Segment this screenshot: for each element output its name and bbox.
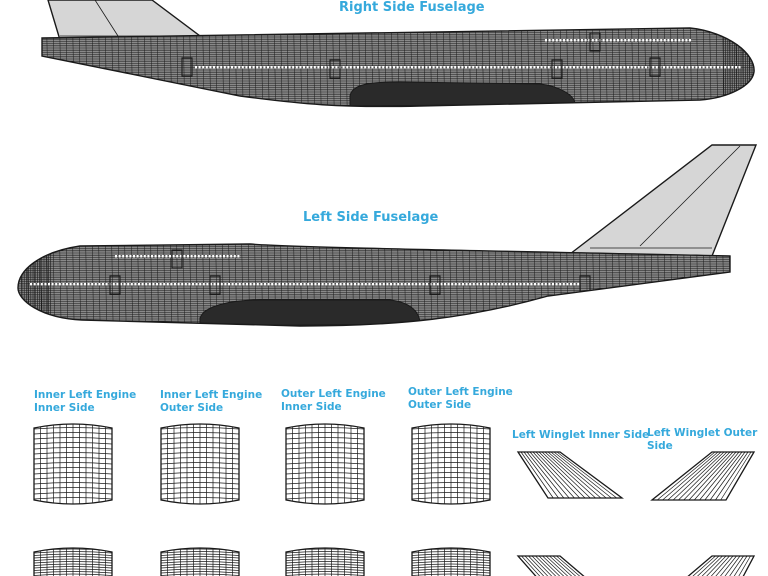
right-fuselage-tail — [47, 0, 203, 41]
engine-2-label-line1: Inner Left Engine — [160, 389, 263, 401]
left-fuselage-belly-fairing — [199, 299, 421, 326]
engine-3-inner-side-lower — [285, 547, 365, 576]
engine-4-outer-side — [411, 423, 491, 505]
engine-1-inner-side — [33, 423, 113, 505]
right-fuselage-belly-fairing — [349, 81, 576, 107]
winglet-outer-label: Left Winglet Outer Side — [647, 427, 758, 452]
engine-4-label: Outer Left Engine Outer Side — [408, 386, 513, 411]
winglet-inner-side — [516, 451, 624, 499]
left-fuselage — [17, 144, 758, 327]
engine-3-label-line1: Outer Left Engine — [281, 388, 386, 400]
winglet-outer-side — [650, 451, 756, 501]
engine-2-outer-side — [160, 423, 240, 505]
engine-4-label-line2: Outer Side — [408, 398, 472, 411]
engine-2-label-line2: Outer Side — [160, 401, 224, 414]
left-fuselage-label: Left Side Fuselage — [303, 210, 439, 225]
engine-2-label: Inner Left Engine Outer Side — [160, 389, 262, 414]
engine-1-label: Inner Left Engine Inner Side — [34, 389, 136, 414]
engine-1-label-line2: Inner Side — [34, 401, 95, 414]
engine-3-label: Outer Left Engine Inner Side — [281, 388, 386, 413]
left-fuselage-tail — [567, 144, 758, 257]
engine-1-inner-side-lower — [33, 547, 113, 576]
engine-4-outer-side-lower — [411, 547, 491, 576]
engine-3-inner-side — [285, 423, 365, 505]
winglet-inner-side-lower — [516, 555, 585, 576]
engine-3-label-line2: Inner Side — [281, 400, 342, 413]
engine-2-outer-side-lower — [160, 547, 240, 576]
winglet-outer-side-lower — [687, 555, 756, 576]
engine-1-label-line1: Inner Left Engine — [34, 389, 137, 401]
right-fuselage — [41, 0, 755, 108]
winglet-inner-label: Left Winglet Inner Side — [512, 429, 650, 441]
engine-4-label-line1: Outer Left Engine — [408, 386, 513, 398]
right-fuselage-label: Right Side Fuselage — [339, 0, 485, 15]
